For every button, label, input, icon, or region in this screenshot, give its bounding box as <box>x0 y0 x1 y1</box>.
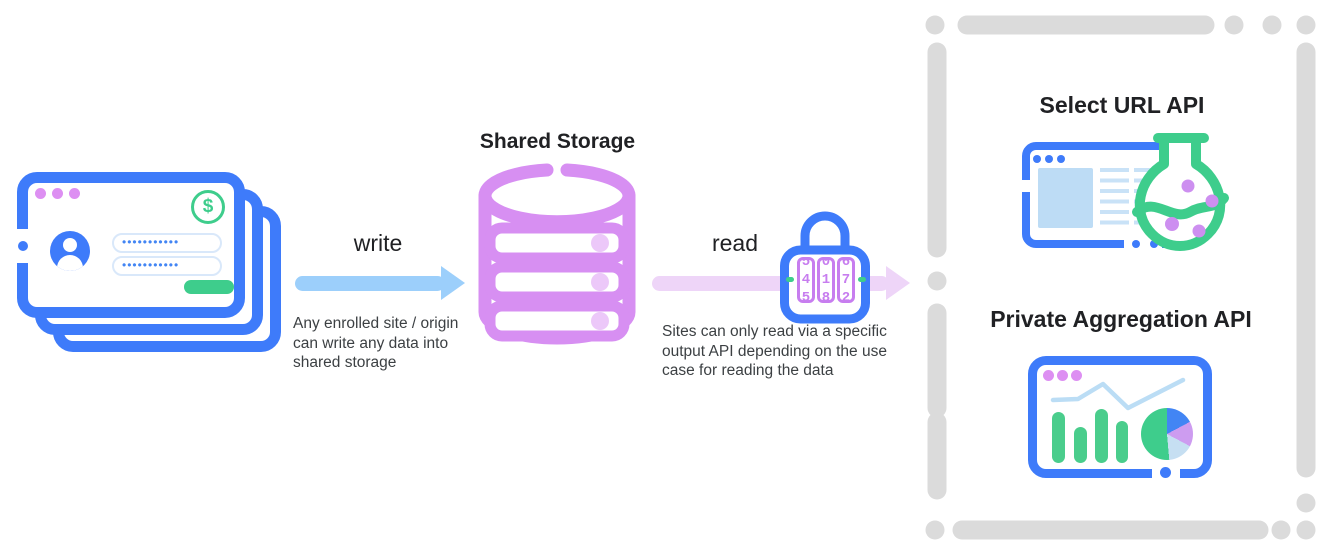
private-aggregation-api-title: Private Aggregation API <box>990 306 1252 332</box>
bar-icon <box>1052 412 1065 463</box>
dial-digit-partial: 6 <box>841 257 851 270</box>
lock-dial: 6 7 2 <box>837 257 855 303</box>
window-dot-icon <box>52 188 63 199</box>
database-icon <box>478 163 636 345</box>
signin-button[interactable] <box>184 280 234 294</box>
border-gap-dot <box>1160 467 1171 478</box>
flask-bubble <box>1165 217 1179 231</box>
dial-digit: 1 <box>821 272 831 288</box>
pie-chart-icon <box>1141 408 1193 460</box>
storage-dot <box>591 312 609 330</box>
window-dot-icon <box>1033 155 1041 163</box>
text-lines <box>1100 168 1129 225</box>
storage-dot <box>591 273 609 291</box>
storage-dot <box>591 234 609 252</box>
dial-digit-partial: 2 <box>841 290 851 303</box>
select-url-api-title: Select URL API <box>1039 92 1205 118</box>
dollar-icon: $ <box>191 190 225 224</box>
avatar-head <box>63 238 77 252</box>
write-caption: Any enrolled site / origin can write any… <box>293 315 459 372</box>
window-dot-icon <box>1071 370 1082 381</box>
dial-digit-partial: 8 <box>821 290 831 303</box>
password-field[interactable]: ••••••••••• <box>112 256 222 276</box>
flask-bubble <box>1192 224 1206 238</box>
window-dot-icon <box>1057 370 1068 381</box>
flask-icon <box>1132 133 1229 251</box>
window-dot-icon <box>69 188 80 199</box>
window-dot-icon <box>1043 370 1054 381</box>
lock-dash <box>858 277 866 282</box>
dial-digit-partial: 5 <box>801 257 811 270</box>
write-arrow <box>295 276 445 291</box>
lock-dial: 5 4 5 <box>797 257 815 303</box>
dial-digit: 7 <box>841 272 851 288</box>
line-chart-icon <box>1050 377 1186 411</box>
border-gap-dot <box>1150 240 1158 248</box>
dial-digit-partial: 5 <box>801 290 811 303</box>
border-gap-dot <box>1132 240 1140 248</box>
dial-digit: 4 <box>801 272 811 288</box>
dashboard-charts <box>1050 377 1186 463</box>
window-dot-icon <box>1057 155 1065 163</box>
lock-dial: 0 1 8 <box>817 257 835 303</box>
shared-storage-title: Shared Storage <box>479 130 636 153</box>
flask-bubble <box>1205 194 1219 208</box>
write-label: write <box>353 230 403 256</box>
border-gap <box>1021 180 1031 192</box>
read-arrow-head <box>886 266 910 300</box>
write-arrow-head <box>441 266 465 300</box>
user-avatar-icon <box>50 231 90 271</box>
username-field[interactable]: ••••••••••• <box>112 233 222 253</box>
window-dot-icon <box>1045 155 1053 163</box>
read-caption: Sites can only read via a specific outpu… <box>662 323 887 380</box>
dashed-frame <box>925 15 1316 540</box>
bar-icon <box>1074 427 1087 463</box>
bar-icon <box>1095 409 1108 463</box>
lock-dash <box>786 277 794 282</box>
window-dot-icon <box>35 188 46 199</box>
read-label: read <box>711 230 759 256</box>
dial-digit-partial: 0 <box>821 257 831 270</box>
dollar-glyph: $ <box>202 196 214 217</box>
flask-bubble <box>1181 179 1195 193</box>
content-placeholder <box>1038 168 1093 228</box>
avatar-shoulders <box>57 255 83 271</box>
border-gap-dot <box>17 241 28 251</box>
bar-icon <box>1116 421 1128 463</box>
